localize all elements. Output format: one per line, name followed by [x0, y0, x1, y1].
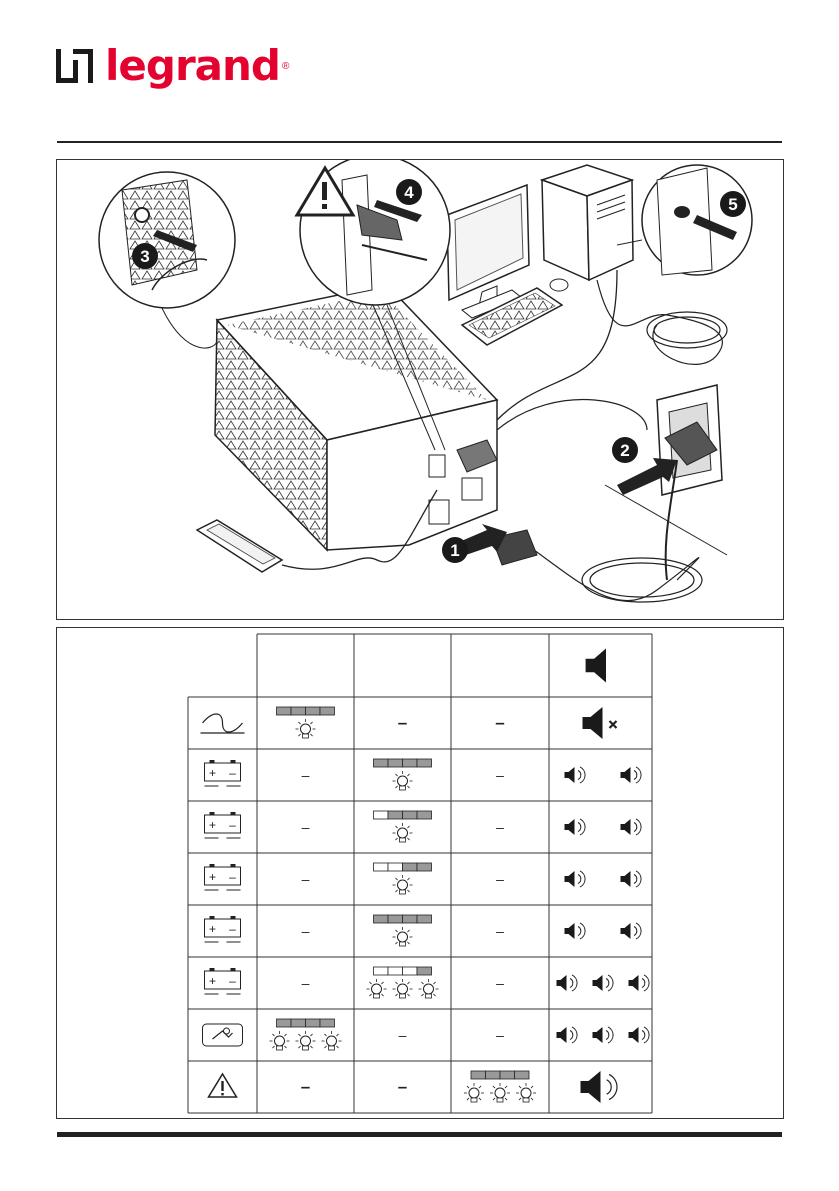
dash-text: –	[496, 819, 504, 835]
beep-speaker-icon	[593, 975, 614, 991]
svg-text:2: 2	[620, 441, 629, 460]
header-speaker-icon	[586, 649, 606, 683]
overload-icon	[203, 1024, 243, 1046]
svg-text:–: –	[229, 870, 236, 884]
beep-speaker-icon	[629, 975, 650, 991]
legrand-logo: legrand ®	[55, 45, 289, 87]
dash-text: –	[399, 1027, 407, 1043]
battery-icon: +–	[205, 968, 241, 994]
led-bar-indicator	[374, 759, 432, 767]
led-bar-indicator	[277, 707, 335, 715]
lightbulb-icon	[322, 1031, 342, 1050]
dash-text: –	[301, 1077, 310, 1096]
battery-icon: +–	[205, 916, 241, 942]
beep-speaker-icon	[621, 923, 642, 939]
registered-mark: ®	[282, 61, 289, 72]
beep-speaker-icon	[621, 767, 642, 783]
beep-speaker-icon	[565, 871, 586, 887]
dash-text: –	[302, 767, 310, 783]
lightbulb-icon	[393, 979, 413, 998]
svg-text:+: +	[209, 974, 216, 988]
detail-power-button	[99, 172, 235, 348]
led-bar-indicator	[374, 811, 432, 819]
dash-text: –	[302, 975, 310, 991]
step-badge-4: 4	[396, 179, 422, 205]
dash-text: –	[495, 713, 504, 732]
svg-text:4: 4	[404, 183, 414, 202]
installation-drawing: 1 2 3 4 5	[57, 160, 783, 619]
beep-speaker-icon	[621, 819, 642, 835]
mains-wave-icon	[201, 714, 245, 733]
dash-text: –	[496, 1027, 504, 1043]
svg-text:+: +	[209, 766, 216, 780]
led-bar-indicator	[471, 1071, 529, 1079]
dash-text: –	[398, 1077, 407, 1096]
warning-icon	[209, 1074, 237, 1097]
led-bar-indicator	[374, 915, 432, 923]
footer-rule	[57, 1132, 782, 1137]
svg-text:+: +	[209, 870, 216, 884]
battery-icon: +–	[205, 812, 241, 838]
lightbulb-icon	[419, 979, 439, 998]
step-badge-2: 2	[612, 437, 638, 463]
dash-text: –	[302, 871, 310, 887]
svg-text:1: 1	[450, 541, 459, 560]
beep-speaker-icon	[565, 767, 586, 783]
dash-text: –	[496, 975, 504, 991]
computer-tower	[542, 165, 633, 280]
speaker-muted-icon	[583, 707, 617, 739]
installation-illustration: 1 2 3 4 5	[56, 159, 784, 620]
beep-speaker-icon	[629, 1027, 650, 1043]
detail-pc-power	[617, 165, 752, 275]
svg-text:–: –	[229, 974, 236, 988]
speaker-continuous-icon	[581, 1071, 617, 1103]
lightbulb-icon	[393, 875, 413, 894]
step-badge-3: 3	[132, 243, 158, 269]
beep-speaker-icon	[593, 1027, 614, 1043]
beep-speaker-icon	[557, 975, 578, 991]
lightbulb-icon	[367, 979, 387, 998]
dash-text: –	[398, 713, 407, 732]
led-bar-indicator	[277, 1019, 335, 1027]
led-bar-indicator	[374, 863, 432, 871]
led-bar-indicator	[374, 967, 432, 975]
beep-speaker-icon	[565, 819, 586, 835]
svg-text:3: 3	[140, 247, 149, 266]
beep-speaker-icon	[557, 1027, 578, 1043]
lightbulb-icon	[393, 927, 413, 946]
header-rule	[57, 141, 782, 143]
lightbulb-icon	[516, 1083, 536, 1102]
beep-speaker-icon	[621, 871, 642, 887]
dash-text: –	[496, 767, 504, 783]
svg-text:–: –	[229, 818, 236, 832]
lightbulb-icon	[393, 771, 413, 790]
ups-unit	[215, 285, 497, 550]
lightbulb-icon	[296, 1031, 316, 1050]
lightbulb-icon	[270, 1031, 290, 1050]
svg-text:–: –	[229, 922, 236, 936]
lightbulb-icon	[296, 719, 316, 738]
svg-text:–: –	[229, 766, 236, 780]
dash-text: –	[496, 923, 504, 939]
led-status-table-panel: ––+–––+–––+–––+–––+–––––––	[56, 627, 784, 1119]
beep-speaker-icon	[565, 923, 586, 939]
lightbulb-icon	[490, 1083, 510, 1102]
svg-text:+: +	[209, 922, 216, 936]
brand-name: legrand	[105, 45, 280, 87]
led-status-table: ––+–––+–––+–––+–––+–––––––	[57, 628, 783, 1118]
lightbulb-icon	[464, 1083, 484, 1102]
battery-icon: +–	[205, 760, 241, 786]
dash-text: –	[302, 819, 310, 835]
svg-text:+: +	[209, 818, 216, 832]
step-badge-5: 5	[720, 191, 746, 217]
dash-text: –	[302, 923, 310, 939]
svg-text:5: 5	[728, 195, 737, 214]
battery-icon: +–	[205, 864, 241, 890]
dash-text: –	[496, 871, 504, 887]
legrand-logo-mark-icon	[55, 46, 95, 86]
step-badge-1: 1	[442, 537, 468, 563]
mouse	[550, 279, 568, 291]
lightbulb-icon	[393, 823, 413, 842]
